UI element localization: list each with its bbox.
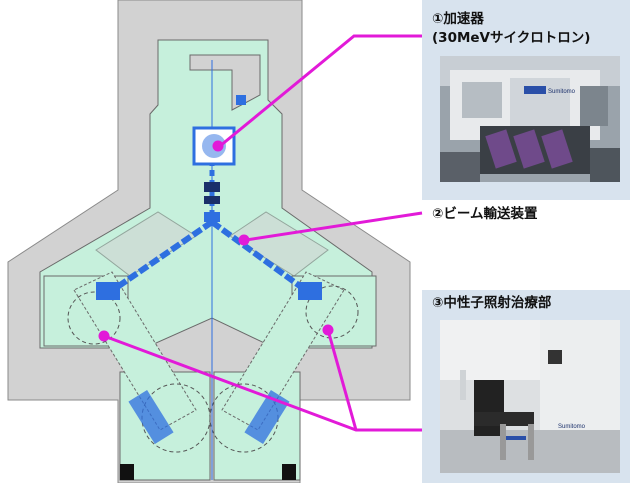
callout-dots (98, 140, 334, 342)
beam-transport-panel: ②ビーム輸送装置 (422, 200, 630, 230)
photo1-brand: Sumitomo (548, 89, 576, 95)
therapy-panel: ③中性子照射治療部 Sumitomo (422, 290, 630, 483)
magnet (204, 212, 220, 222)
accelerator-sublabel: (30MeVサイクロトロン) (432, 30, 591, 46)
rotation-zone (305, 285, 359, 339)
magnet (204, 196, 220, 204)
magnet (204, 182, 220, 192)
accelerator-label: ①加速器 (432, 11, 484, 27)
beamline-left (108, 219, 214, 295)
target-left (96, 282, 120, 300)
beamline-right (210, 219, 310, 295)
bed-right (244, 389, 290, 445)
cyclotron-photo: Sumitomo (440, 56, 620, 182)
corridor-left (73, 271, 197, 431)
pillar (120, 464, 134, 480)
callout-lines (103, 34, 423, 432)
pillar (282, 464, 296, 480)
target-right (298, 282, 322, 300)
accelerator-panel: ①加速器 (30MeVサイクロトロン) Sumitomo (422, 0, 630, 200)
bed-left (128, 389, 174, 445)
therapy-label: ③中性子照射治療部 (432, 295, 552, 311)
therapy-room-photo: Sumitomo (440, 320, 620, 473)
photo3-brand: Sumitomo (558, 424, 586, 430)
beam-transport-label: ②ビーム輸送装置 (432, 206, 538, 222)
rotation-zone (67, 291, 121, 345)
small-device (236, 95, 246, 105)
